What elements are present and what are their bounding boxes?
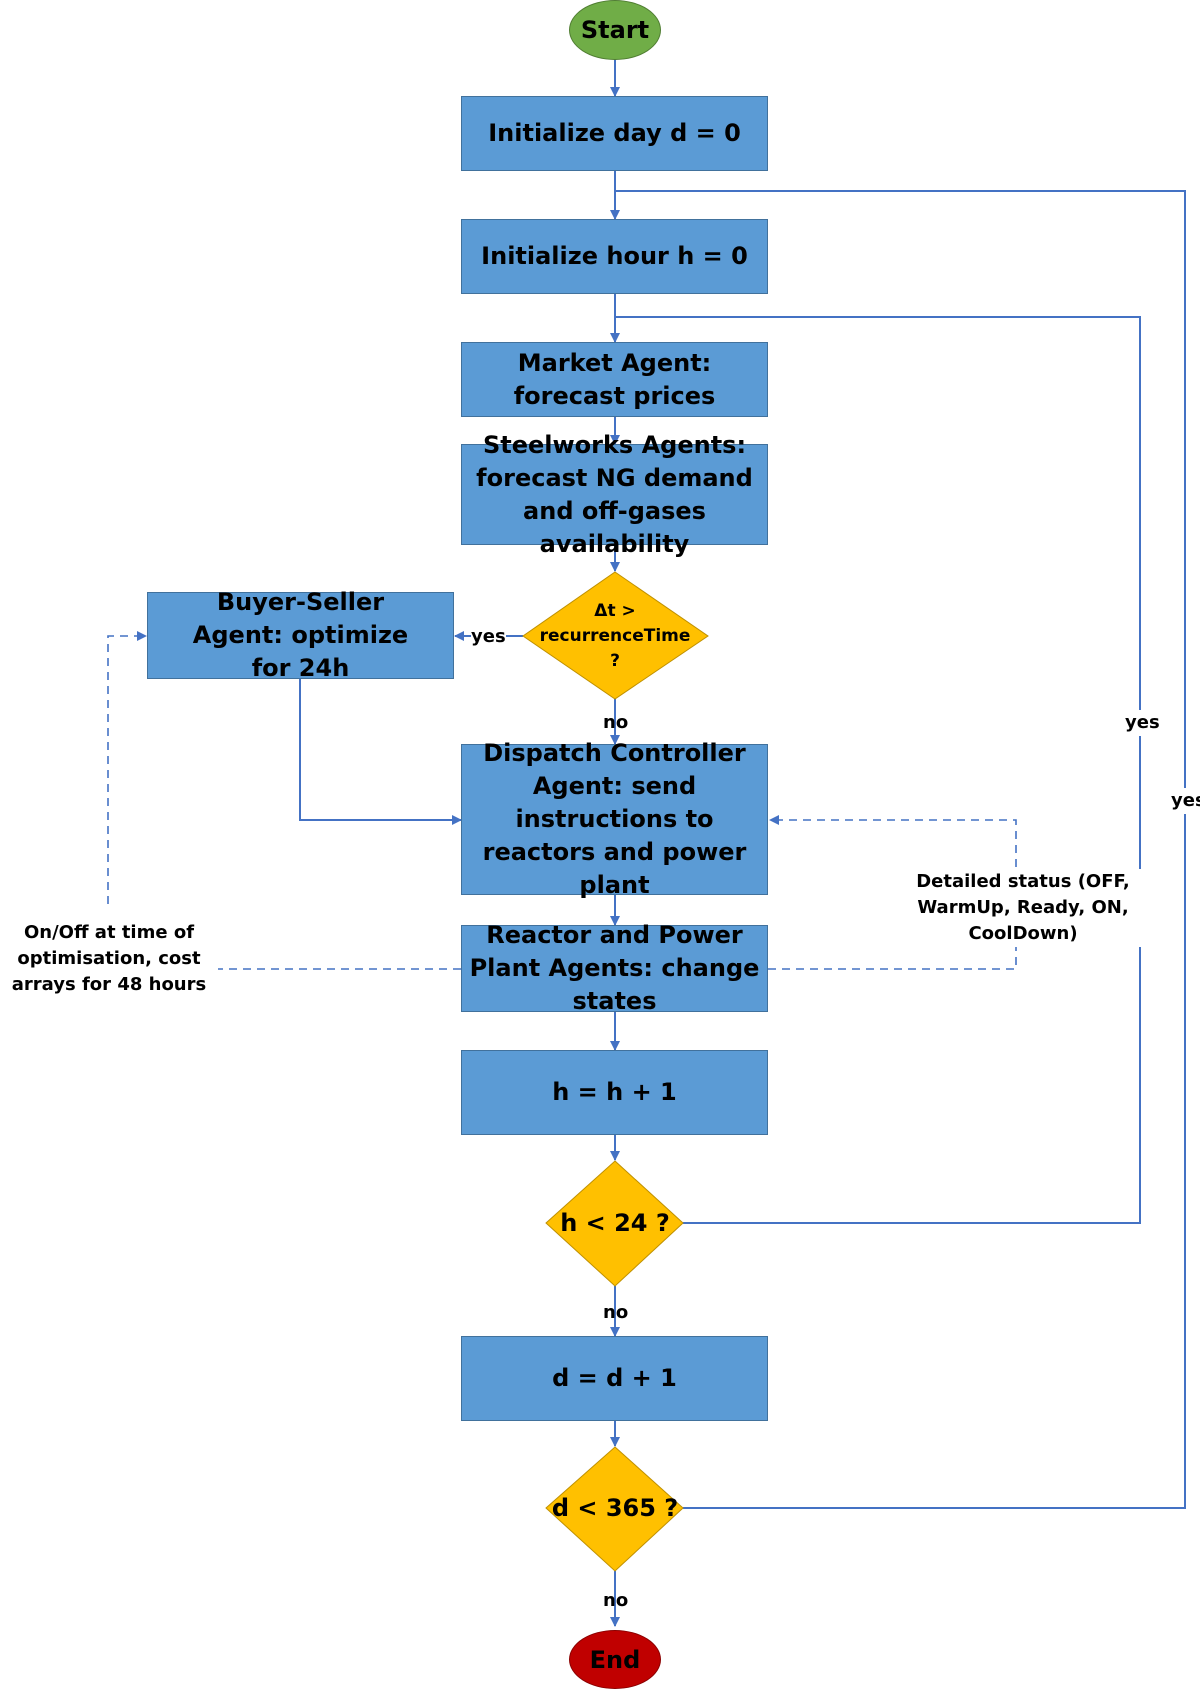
recurrence-diamond: [522, 571, 709, 700]
hour-check-diamond: [545, 1160, 684, 1287]
yes-label-hour-loop: yes: [1125, 710, 1160, 736]
yes-label-buyer-seller: yes: [471, 624, 506, 650]
init-day-box: Initialize day d = 0: [461, 96, 768, 171]
arrow-buyer-seller-to-dispatch: [299, 679, 462, 825]
left-feedback-note: On/Off at time of optimisation, cost arr…: [0, 920, 218, 998]
market-agent-box: Market Agent: forecast prices: [461, 342, 768, 417]
arrow-hour-loop-back: [615, 316, 1141, 1224]
buyer-seller-agent-box: Buyer-Seller Agent: optimize for 24h: [147, 588, 454, 682]
day-check-diamond: [545, 1446, 684, 1572]
start-terminal: Start: [569, 0, 661, 60]
h-increment-box: h = h + 1: [461, 1050, 768, 1135]
yes-label-day-loop: yes: [1171, 788, 1200, 814]
end-terminal: End: [569, 1630, 661, 1689]
no-label-recurrence: no: [603, 712, 629, 733]
init-hour-box: Initialize hour h = 0: [461, 219, 768, 294]
reactor-power-plant-box: Reactor and Power Plant Agents: change s…: [461, 921, 768, 1015]
right-feedback-note: Detailed status (OFF, WarmUp, Ready, ON,…: [878, 869, 1168, 947]
d-increment-box: d = d + 1: [461, 1336, 768, 1421]
dashed-arrow-left-riser: [107, 631, 147, 904]
no-label-hour-check: no: [603, 1302, 629, 1323]
arrow-day-loop-back: [615, 190, 1186, 1509]
steelworks-agents-box: Steelworks Agents: forecast NG demand an…: [461, 431, 768, 558]
dispatch-controller-box: Dispatch Controller Agent: send instruct…: [461, 739, 768, 899]
no-label-day-check: no: [603, 1590, 629, 1611]
